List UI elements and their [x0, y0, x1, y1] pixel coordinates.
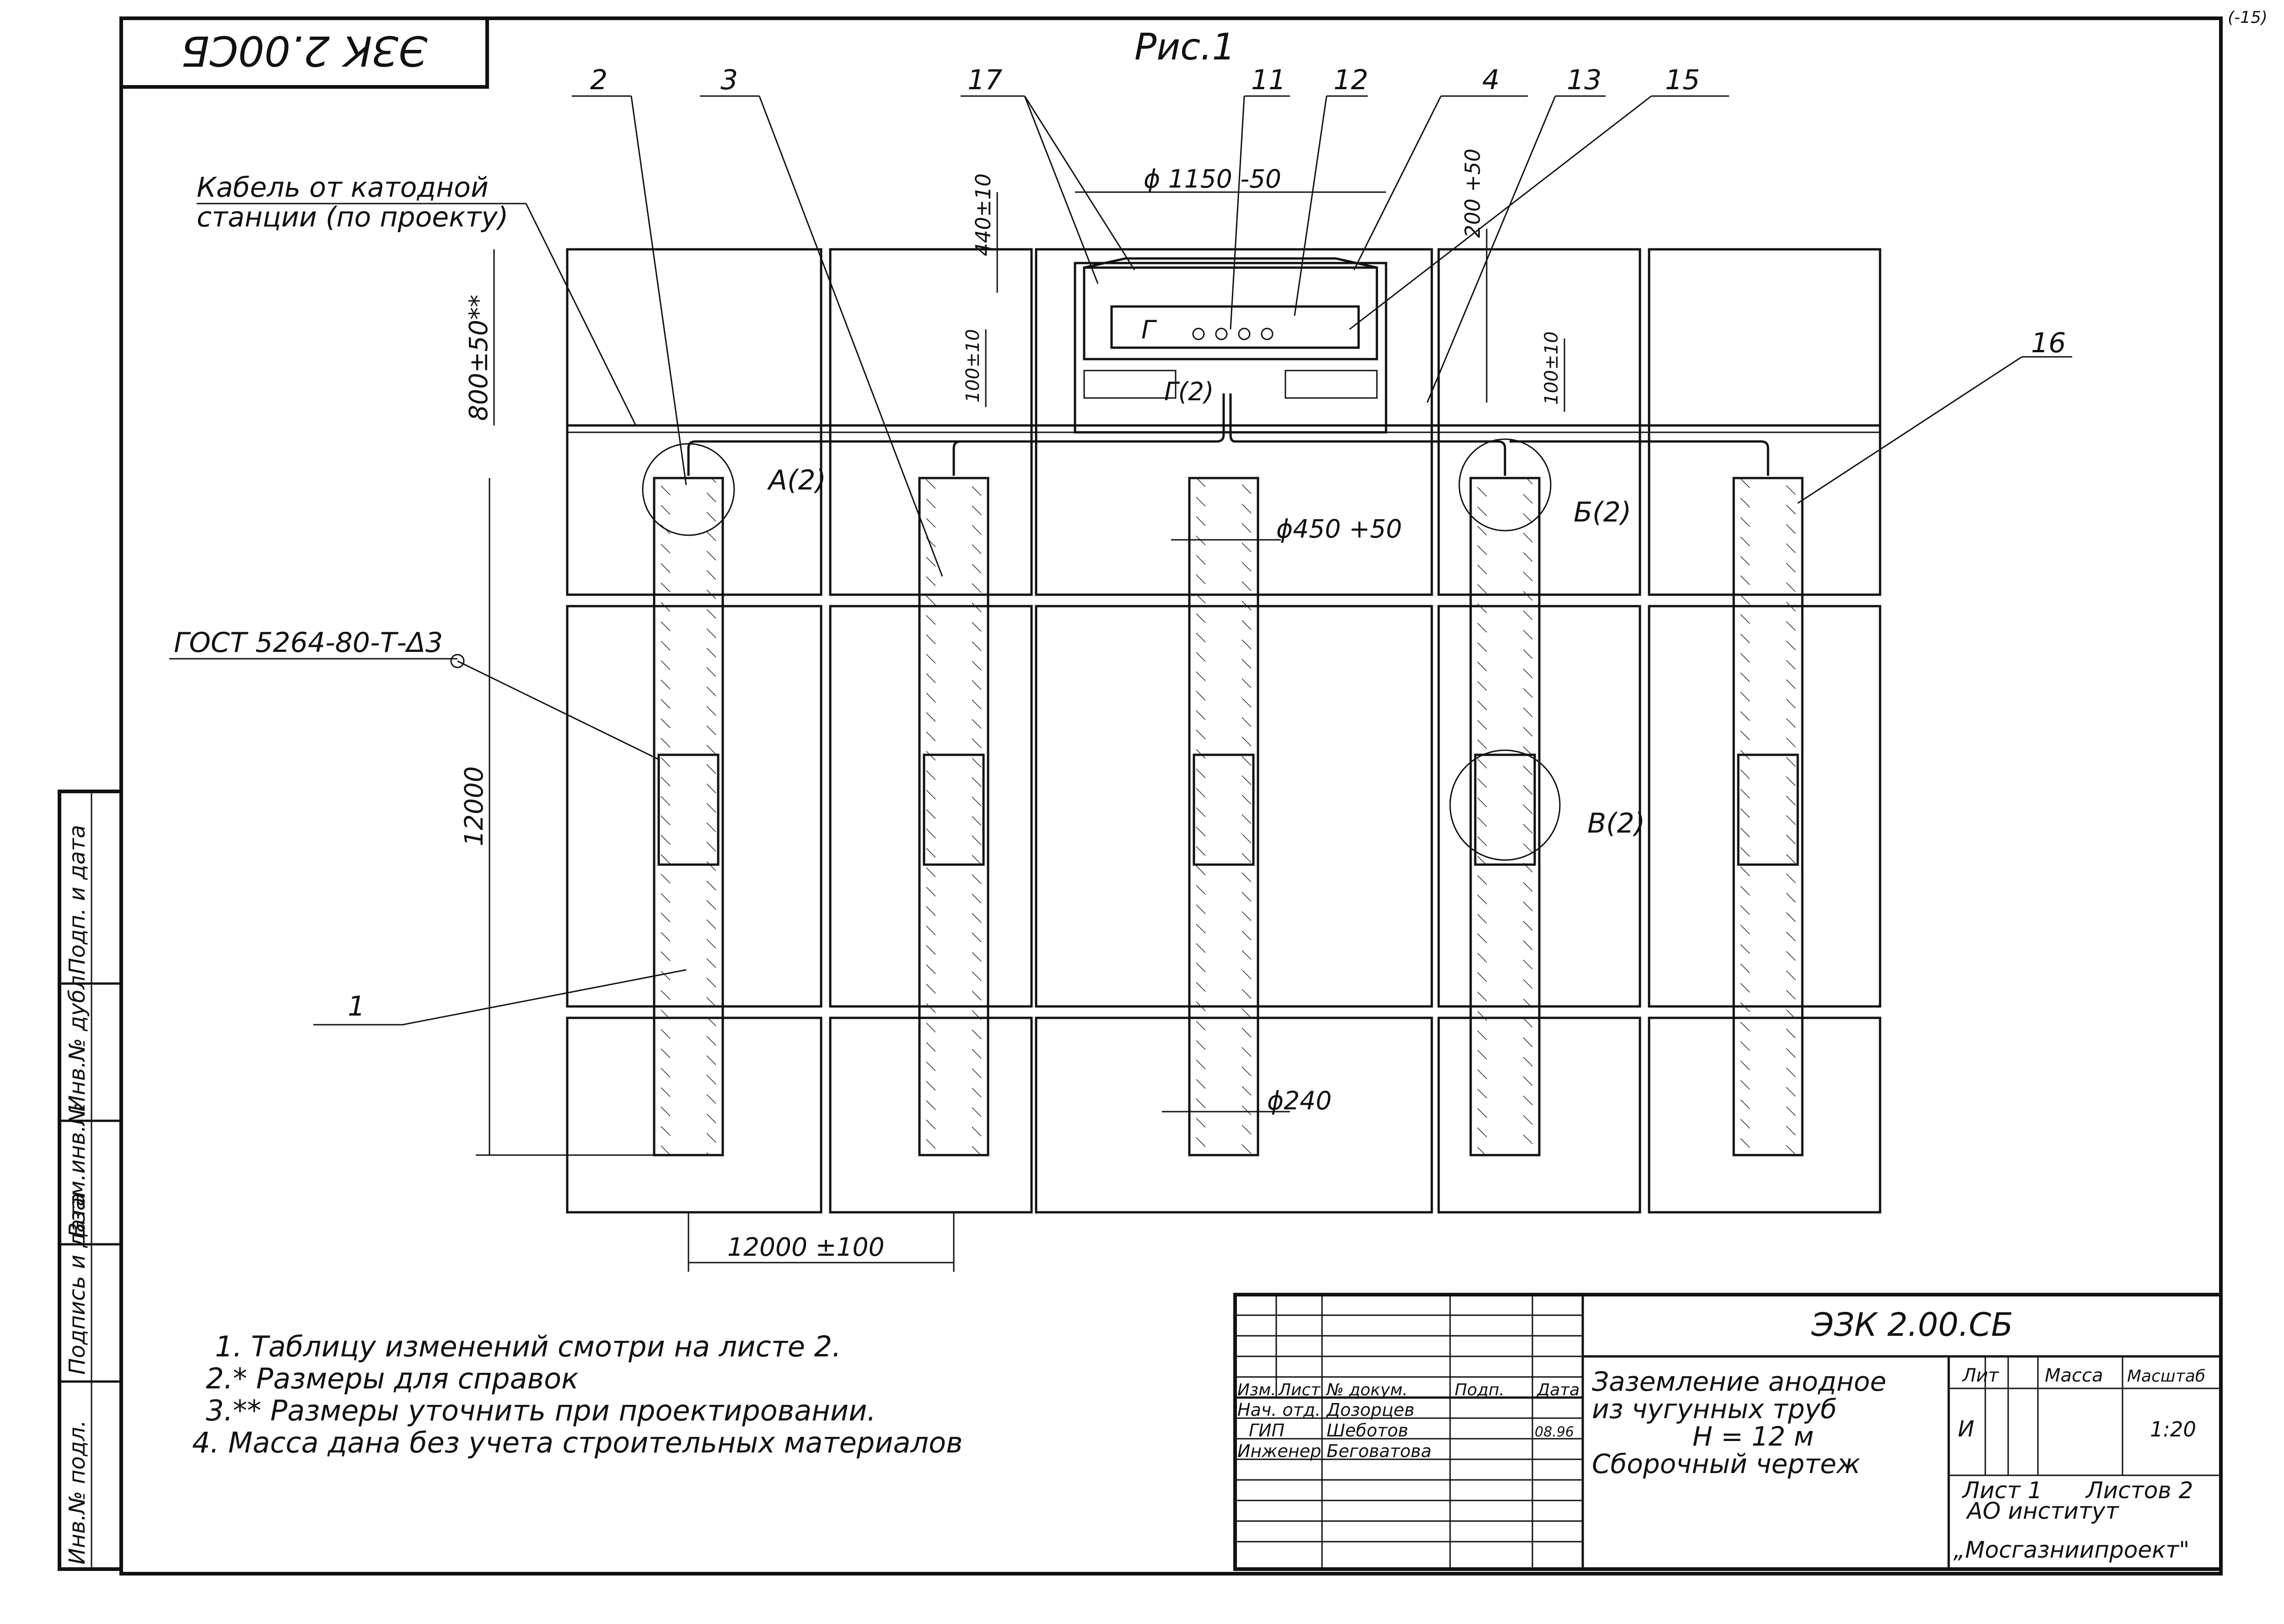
tb-title-2: из чугунных труб: [1592, 1393, 1837, 1425]
detail-g2: Г(2): [1164, 377, 1214, 406]
callout-12: 12: [1333, 64, 1368, 96]
side-label-2: Инв.№ дубл.: [64, 968, 90, 1112]
tb-name-1: Дозорцев: [1326, 1400, 1414, 1420]
tb-hdr-date: Дата: [1536, 1381, 1580, 1399]
tb-role-3: Инженер: [1237, 1441, 1321, 1461]
tb-org-1: АО институт: [1966, 1498, 2119, 1524]
dim-12000-horizontal: 12000 ±100: [727, 1232, 885, 1262]
tb-hdr-list: Лист: [1278, 1381, 1321, 1399]
tb-date: 08.96: [1535, 1424, 1574, 1440]
weld-note-text: ГОСТ 5264-80-Т-Δ3: [174, 627, 443, 659]
tb-sheet: Лист 1: [1962, 1477, 2042, 1504]
dim-100a: 100±10: [962, 329, 983, 403]
electrode-3: [1188, 477, 1259, 1156]
dim-1150: ϕ 1150 -50: [1144, 164, 1281, 194]
notes: 1. Таблицу изменений смотри на листе 2. …: [192, 1330, 963, 1459]
dim-440: 440±10: [971, 173, 995, 256]
callout-13: 13: [1567, 64, 1601, 96]
electrode-2: [918, 477, 989, 1156]
dim-800: 800±50**: [464, 295, 493, 421]
tb-title-1: Заземление анодное: [1592, 1366, 1886, 1397]
note-3: 3.** Размеры уточнить при проектировании…: [206, 1394, 876, 1427]
tb-hdr-izm: Изм.: [1237, 1381, 1276, 1399]
tb-sheets: Листов 2: [2085, 1477, 2193, 1504]
detail-b: Б(2): [1574, 496, 1631, 528]
tb-scale-val: 1:20: [2150, 1417, 2196, 1441]
callout-4: 4: [1482, 64, 1499, 96]
tb-hdr-doc: № докум.: [1326, 1381, 1408, 1399]
title-block: Изм. Лист № докум. Подп. Дата Нач. отд. …: [1233, 1293, 2223, 1571]
callout-15: 15: [1665, 64, 1700, 96]
tb-name-3: Беговатова: [1327, 1441, 1431, 1461]
callout-2: 2: [590, 64, 607, 96]
side-label-1: Подп. и дата: [64, 825, 90, 974]
figure-label: Рис.1: [1134, 26, 1236, 68]
side-label-3: Взам.инв.№: [64, 1102, 90, 1237]
electrode-4: [1469, 477, 1541, 1156]
dim-100b: 100±10: [1541, 331, 1562, 405]
cable-note: Кабель от катодной станции (по проекту): [197, 172, 637, 426]
vertical-mark: (-15): [2228, 8, 2268, 27]
tb-role-2: ГИП: [1249, 1420, 1284, 1441]
weld-note: ГОСТ 5264-80-Т-Δ3: [169, 627, 659, 760]
note-4: 4. Масса дана без учета строительных мат…: [192, 1426, 963, 1459]
dim-200: 200 +50: [1461, 149, 1485, 238]
tb-hdr-sign: Подп.: [1455, 1381, 1505, 1399]
side-label-4: Подпись и дата: [64, 1193, 90, 1375]
tb-scale-label: Масштаб: [2127, 1367, 2205, 1386]
tb-role-1: Нач. отд.: [1237, 1400, 1321, 1420]
callout-16: 16: [2031, 327, 2066, 359]
dimensions: ϕ 1150 -50 440±10 200 +50 800±50** 100±1…: [459, 149, 1565, 1272]
callouts: 2 3 17 11 12 4 13 15 16 1: [313, 64, 2072, 1026]
detail-v: В(2): [1587, 807, 1645, 839]
note-2: 2.* Размеры для справок: [206, 1362, 579, 1395]
dim-450: ϕ450 +50: [1276, 514, 1402, 543]
detail-a: А(2): [767, 464, 826, 496]
tb-lit-label: Лит: [1962, 1365, 1999, 1386]
side-strip: Подп. и дата Инв.№ дубл. Взам.инв.№ Подп…: [58, 790, 123, 1571]
cable-note-line1: Кабель от катодной: [197, 172, 489, 204]
ground-blocks: [566, 248, 1881, 1214]
stamp-box: ЭЗК 2.00СБ: [119, 16, 489, 89]
tb-org-2: „Мосгазниипроект": [1953, 1537, 2189, 1563]
callout-3: 3: [720, 64, 738, 96]
note-1: 1. Таблицу изменений смотри на листе 2.: [215, 1330, 841, 1363]
stamp-code: ЭЗК 2.00СБ: [181, 27, 428, 75]
tb-mass-label: Масса: [2045, 1365, 2103, 1386]
side-label-5: Инв.№ подл.: [64, 1420, 90, 1565]
tb-code: ЭЗК 2.00.СБ: [1811, 1306, 2013, 1344]
electrode-5: [1732, 477, 1804, 1156]
detail-circles: А(2) Б(2) В(2): [642, 438, 1645, 861]
control-point: Г Г(2): [1083, 257, 1378, 406]
electrode-pipes: [653, 477, 1804, 1156]
callout-11: 11: [1251, 64, 1286, 96]
dim-240: ϕ240: [1267, 1086, 1332, 1115]
dim-12000-vertical: 12000: [459, 766, 489, 846]
tb-lit-val: И: [1958, 1416, 1974, 1442]
tb-title-3: Н = 12 м: [1693, 1421, 1814, 1452]
cable-note-line2: станции (по проекту): [197, 201, 508, 233]
tb-title-4: Сборочный чертеж: [1592, 1448, 1860, 1479]
tb-name-2: Шеботов: [1327, 1420, 1408, 1441]
callout-1: 1: [348, 990, 365, 1022]
detail-g1: Г: [1141, 315, 1157, 344]
electrode-1: [653, 477, 724, 1156]
cable-lines: [687, 393, 1769, 476]
callout-17: 17: [967, 64, 1002, 96]
